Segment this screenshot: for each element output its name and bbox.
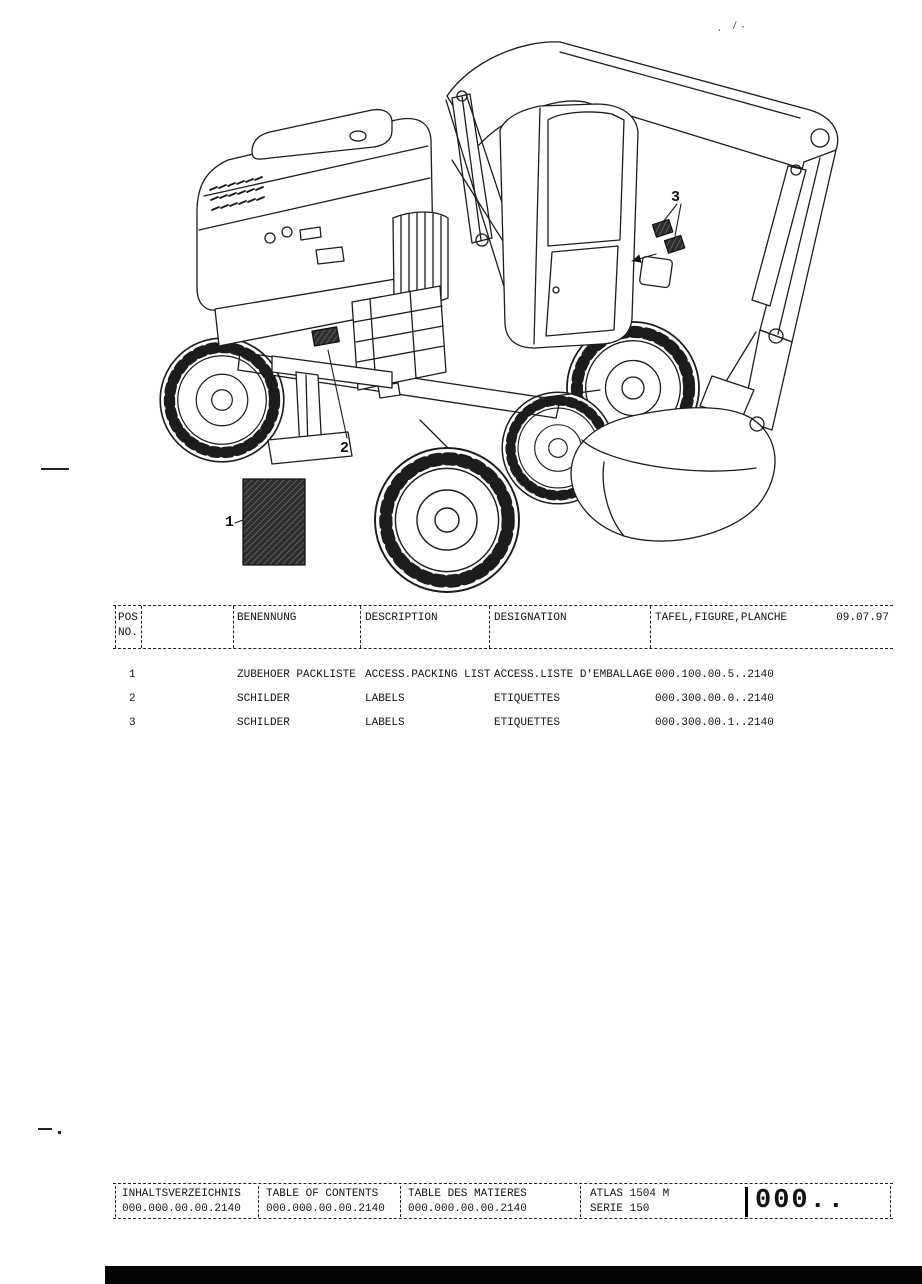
footer-code: 000.000.00.00.2140 — [266, 1203, 385, 1215]
table-row: 3 SCHILDER LABELS ETIQUETTES 000.300.00.… — [113, 713, 893, 737]
outrigger — [267, 355, 393, 465]
cell-description: ACCESS.PACKING LIST — [365, 669, 491, 681]
footer-label: TABLE DES MATIERES — [408, 1188, 527, 1200]
table-separator — [489, 606, 490, 648]
stick — [751, 149, 837, 343]
cell-pos: 3 — [129, 717, 136, 729]
table-separator — [650, 606, 651, 648]
footer-separator — [400, 1186, 401, 1217]
footer-serie: SERIE 150 — [590, 1203, 650, 1215]
cell-description: LABELS — [365, 693, 405, 705]
col-header-benennung: BENENNUNG — [237, 612, 297, 624]
footer: INHALTSVERZEICHNIS 000.000.00.00.2140 TA… — [113, 1183, 893, 1219]
engine-hood — [196, 108, 435, 347]
margin-mark — [38, 1128, 52, 1130]
cell-benennung: SCHILDER — [237, 693, 290, 705]
col-header-tafel: TAFEL,FIGURE,PLANCHE — [655, 612, 788, 624]
decal-item-3b — [663, 234, 686, 254]
footer-separator — [258, 1186, 259, 1217]
table-separator — [115, 606, 116, 648]
cell-benennung: ZUBEHOER PACKLISTE — [237, 669, 356, 681]
footer-label: INHALTSVERZEICHNIS — [122, 1188, 241, 1200]
bucket — [570, 328, 793, 542]
footer-code: 000.000.00.00.2140 — [122, 1203, 241, 1215]
decal-item-3a — [651, 218, 674, 238]
wheel-rear-left — [160, 338, 284, 462]
table-row: 2 SCHILDER LABELS ETIQUETTES 000.300.00.… — [113, 689, 893, 713]
excavator-illustration — [0, 41, 839, 620]
col-header-designation: DESIGNATION — [494, 612, 567, 624]
margin-mark — [58, 1131, 61, 1134]
cell-pos: 2 — [129, 693, 136, 705]
col-header-description: DESCRIPTION — [365, 612, 438, 624]
footer-separator — [890, 1186, 891, 1217]
footer-separator — [580, 1186, 581, 1217]
table-border-header-bottom — [113, 648, 893, 649]
footer-code: 000.000.00.00.2140 — [408, 1203, 527, 1215]
cab — [499, 103, 673, 349]
footer-page-code: 000.. — [745, 1187, 846, 1217]
table-row: 1 ZUBEHOER PACKLISTE ACCESS.PACKING LIST… — [113, 665, 893, 689]
footer-label: TABLE OF CONTENTS — [266, 1188, 379, 1200]
cell-designation: ETIQUETTES — [494, 693, 561, 705]
cell-tafel: 000.100.00.5..2140 — [655, 669, 774, 681]
callout-1: 1 — [225, 514, 235, 531]
table-separator — [233, 606, 234, 648]
callout-lines — [234, 203, 682, 524]
parts-table-rows: 1 ZUBEHOER PACKLISTE ACCESS.PACKING LIST… — [113, 665, 893, 737]
cell-designation: ETIQUETTES — [494, 717, 561, 729]
callout-2: 2 — [340, 440, 350, 457]
cell-designation: ACCESS.LISTE D'EMBALLAGE — [494, 669, 653, 681]
cell-tafel: 000.300.00.0..2140 — [655, 693, 774, 705]
bottom-scan-bar — [105, 1266, 922, 1284]
table-separator — [360, 606, 361, 648]
margin-mark — [41, 468, 69, 470]
footer-model: ATLAS 1504 M — [590, 1188, 670, 1200]
table-date: 09.07.97 — [836, 612, 889, 624]
decal-item-2 — [311, 326, 340, 347]
table-separator — [141, 606, 142, 648]
decal-item-1 — [242, 478, 306, 566]
callout-3: 3 — [671, 189, 681, 206]
cell-pos: 1 — [129, 669, 136, 681]
col-header-pos-line2: NO. — [118, 627, 138, 639]
wheel-front-left — [375, 448, 519, 592]
footer-separator — [115, 1186, 116, 1217]
col-header-pos-line1: POS — [118, 612, 138, 624]
cell-description: LABELS — [365, 717, 405, 729]
cell-benennung: SCHILDER — [237, 717, 290, 729]
cell-tafel: 000.300.00.1..2140 — [655, 717, 774, 729]
table-border-top — [113, 605, 893, 606]
decal-labels — [242, 218, 686, 566]
